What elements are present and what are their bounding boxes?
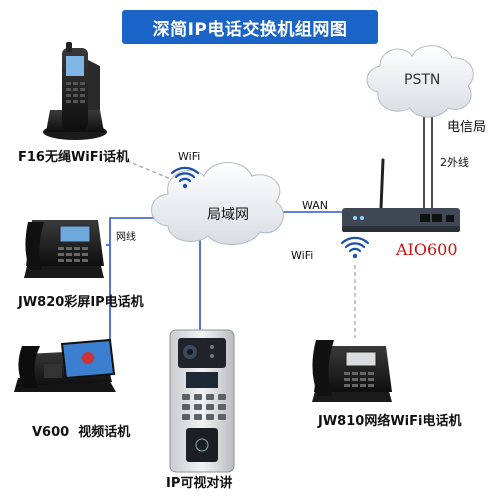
cable-label: 网线 xyxy=(116,228,136,243)
jw820-label: JW820彩屏IP电话机 xyxy=(18,291,144,310)
f16-cordless-phone xyxy=(43,42,107,140)
v600-video-phone xyxy=(14,340,116,392)
door-label: IP可视对讲 xyxy=(166,472,232,491)
wifi-icon xyxy=(342,238,368,258)
ip-video-intercom xyxy=(170,330,234,472)
trunk-label: 2外线 xyxy=(440,154,469,170)
jw820-ip-phone xyxy=(24,220,104,278)
wifi-right-label: WiFi xyxy=(291,249,313,262)
pstn-trunk-lines xyxy=(424,110,432,210)
jw810-wifi-phone xyxy=(312,340,392,402)
aio600-gateway xyxy=(342,160,460,232)
lan-label: 局域网 xyxy=(207,204,249,224)
v600-label: V600 视频话机 xyxy=(32,421,130,440)
jw810-label: JW810网络WiFi电话机 xyxy=(318,410,461,429)
wifi-left-label: WiFi xyxy=(178,150,200,163)
pstn-label: PSTN xyxy=(404,72,440,88)
f16-label: F16无绳WiFi话机 xyxy=(18,146,129,165)
wan-label: WAN xyxy=(302,199,328,212)
gateway-label: AIO600 xyxy=(396,240,458,259)
telecom-label: 电信局 xyxy=(447,116,486,135)
